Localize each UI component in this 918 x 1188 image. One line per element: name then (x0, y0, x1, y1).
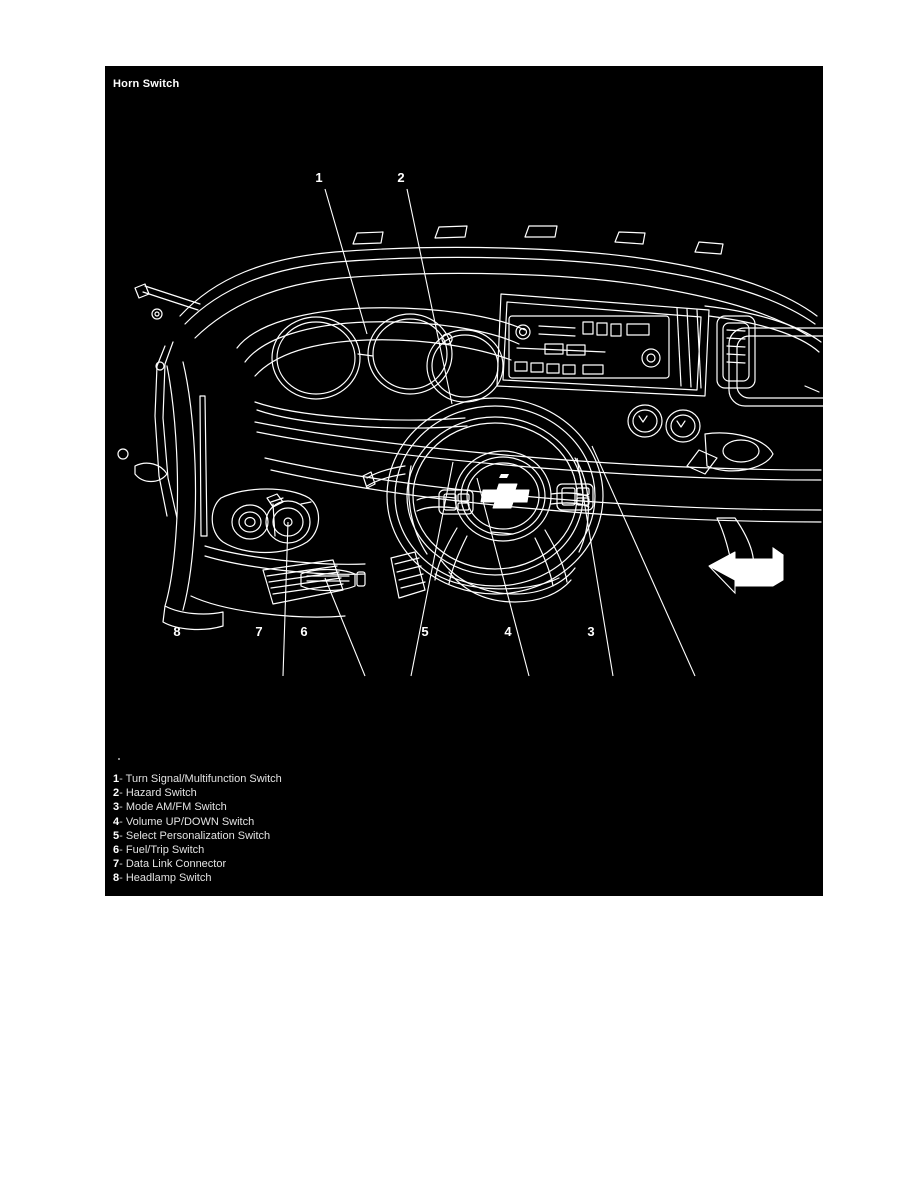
callout-labels: 1 2 8 7 6 5 4 3 (173, 170, 594, 639)
callout-5: 5 (421, 624, 428, 639)
leader-line-3 (591, 445, 696, 677)
legend-separator-5: - (119, 829, 123, 842)
callout-8: 8 (173, 624, 180, 639)
callout-6: 6 (300, 624, 307, 639)
legend-number-6: 6 (113, 844, 120, 857)
legend-item-3: 3- Mode AM/FM Switch (113, 800, 813, 814)
leader-line-7 (324, 577, 366, 677)
legend-separator-7: - (119, 858, 123, 871)
legend-number-5: 5 (113, 829, 120, 842)
legend-dot-artifact (118, 758, 120, 760)
figure-panel: Horn Switch (105, 66, 823, 896)
legend-number-7: 7 (113, 858, 120, 871)
legend-number-8: 8 (113, 872, 120, 885)
legend-list: 1- Turn Signal/Multifunction Switch 2- H… (113, 758, 813, 886)
leader-line-6 (410, 461, 454, 677)
legend-separator-2: - (119, 787, 123, 800)
legend-text-3: Mode AM/FM Switch (125, 801, 227, 814)
legend-separator-8: - (119, 872, 123, 885)
leader-line-8 (282, 521, 289, 677)
leader-line-2 (406, 188, 453, 405)
callout-2: 2 (397, 170, 404, 185)
legend-number-2: 2 (113, 787, 120, 800)
legend-text-5: Select Personalization Switch (125, 829, 271, 842)
callout-1: 1 (315, 170, 322, 185)
legend-number-4: 4 (113, 815, 120, 828)
legend-separator-1: - (119, 773, 123, 785)
legend-item-2: 2- Hazard Switch (113, 786, 813, 800)
legend-item-6: 6- Fuel/Trip Switch (113, 843, 813, 857)
callout-leader-lines (282, 188, 696, 677)
figure-title: Horn Switch (113, 78, 180, 90)
legend-text-6: Fuel/Trip Switch (125, 844, 205, 857)
legend-item-4: 4- Volume UP/DOWN Switch (113, 815, 813, 829)
legend-item-7: 7- Data Link Connector (113, 857, 813, 871)
callout-7: 7 (255, 624, 262, 639)
legend-item-5: 5- Select Personalization Switch (113, 829, 813, 843)
leader-line-1 (324, 188, 368, 335)
instrument-panel-illustration: 1 2 8 7 6 5 4 3 (117, 170, 823, 677)
leader-line-5 (476, 477, 530, 677)
legend-number-3: 3 (113, 801, 120, 814)
legend-text-2: Hazard Switch (125, 787, 197, 800)
leader-line-4 (576, 457, 614, 677)
legend-text-7: Data Link Connector (125, 858, 227, 871)
legend-separator-3: - (119, 801, 123, 814)
legend-text-1: Turn Signal/Multifunction Switch (125, 773, 282, 785)
callout-4: 4 (504, 624, 512, 639)
legend-item-1: 1- Turn Signal/Multifunction Switch (113, 772, 813, 786)
legend-item-8: 8- Headlamp Switch (113, 871, 813, 885)
legend-text-8: Headlamp Switch (125, 872, 212, 885)
dashboard-outline (117, 225, 823, 631)
legend-separator-4: - (119, 815, 123, 828)
legend-separator-6: - (119, 844, 123, 857)
view-direction-arrow-icon (708, 547, 784, 595)
legend-number-1: 1 (113, 773, 120, 785)
callout-3: 3 (587, 624, 594, 639)
legend-text-4: Volume UP/DOWN Switch (125, 815, 255, 828)
